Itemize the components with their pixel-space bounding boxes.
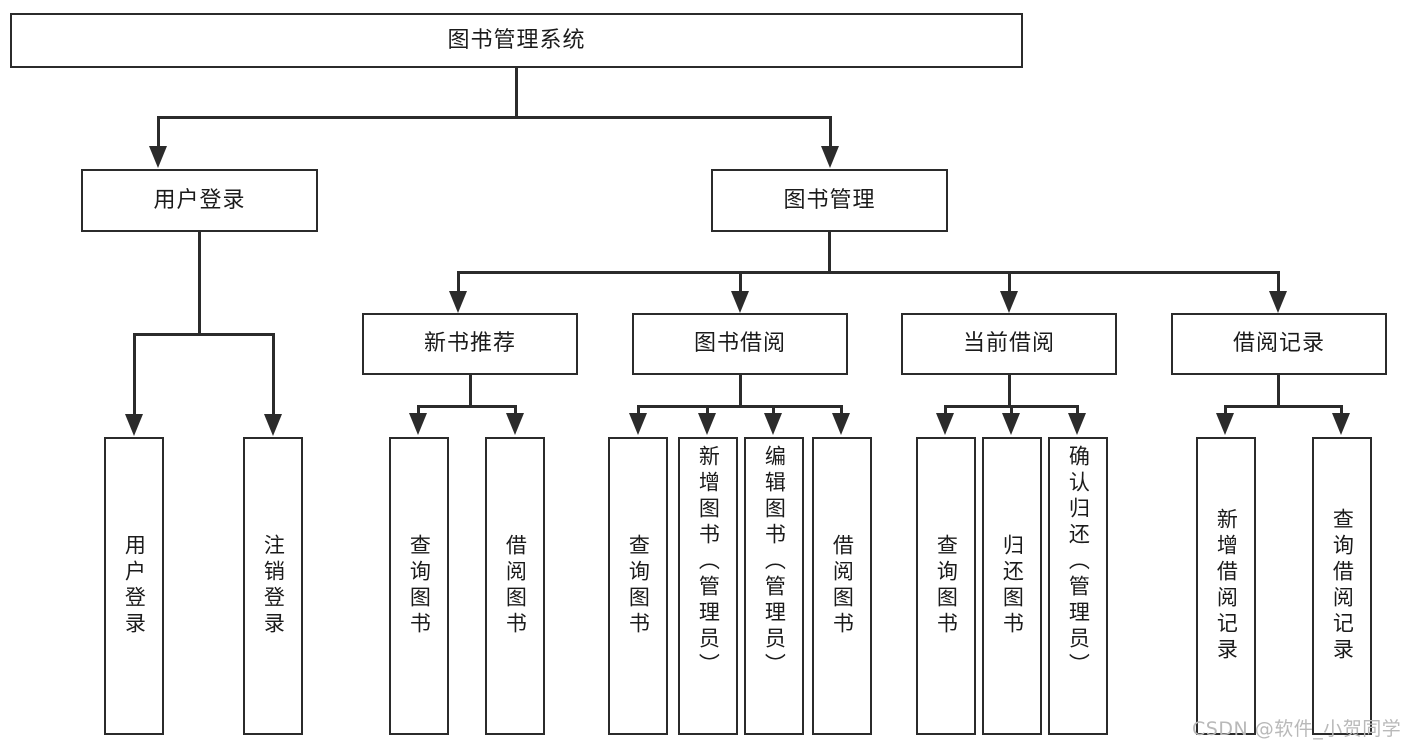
arrow-book-borrow-l4 [832,413,850,435]
node-label: 借阅图书 [503,534,528,638]
connector-new-book-trunk [469,375,472,407]
connector-new-book-l2 [514,405,517,417]
leaf-user-login[interactable]: 用户登录 [104,437,164,735]
arrow-root-to-book-mgmt [821,146,839,168]
node-label: 借阅图书 [830,534,855,638]
arrow-book-mgmt-c4 [1269,291,1287,313]
arrow-current-borrow-l1 [936,413,954,435]
arrow-new-book-l1 [409,413,427,435]
connector-root-bus [157,116,832,119]
arrow-book-borrow-l2 [698,413,716,435]
connector-book-mgmt-c3 [1008,271,1011,293]
node-book-management[interactable]: 图书管理 [711,169,948,232]
connector-new-book-l1 [417,405,420,417]
connector-user-login-trunk [198,232,201,335]
connector-book-borrow-bus [637,405,842,408]
connector-book-mgmt-trunk [828,232,831,273]
connector-root-trunk [515,68,518,118]
node-root-system[interactable]: 图书管理系统 [10,13,1023,68]
node-book-borrow[interactable]: 图书借阅 [632,313,848,375]
connector-book-borrow-trunk [739,375,742,407]
connector-borrow-records-l1 [1224,405,1227,417]
node-label: 图书借阅 [693,331,786,357]
node-label: 新增借阅记录 [1214,508,1239,664]
connector-current-borrow-trunk [1008,375,1011,407]
arrow-root-to-user-login [149,146,167,168]
arrow-book-mgmt-c3 [1000,291,1018,313]
arrow-new-book-l2 [506,413,524,435]
leaf-user-logout[interactable]: 注销登录 [243,437,303,735]
connector-book-borrow-l3 [772,405,775,417]
connector-root-to-book-mgmt [829,116,832,148]
node-label: 查询图书 [934,534,959,638]
leaf-records-add-record[interactable]: 新增借阅记录 [1196,437,1256,735]
node-label: 查询图书 [407,534,432,638]
leaf-borrow-add-book[interactable]: 新增图书（管理员） [678,437,738,735]
connector-user-login-right [272,333,275,416]
arrow-book-borrow-l3 [764,413,782,435]
connector-borrow-records-bus [1224,405,1342,408]
node-borrow-records[interactable]: 借阅记录 [1171,313,1387,375]
node-label: 新增图书（管理员） [696,445,721,679]
arrow-borrow-records-l1 [1216,413,1234,435]
connector-borrow-records-trunk [1277,375,1280,407]
arrow-borrow-records-l2 [1332,413,1350,435]
connector-book-borrow-l2 [706,405,709,417]
node-new-book-recommend[interactable]: 新书推荐 [362,313,578,375]
node-label: 图书管理 [783,187,876,213]
arrow-book-mgmt-c1 [449,291,467,313]
node-label: 归还图书 [1000,534,1025,638]
node-user-login[interactable]: 用户登录 [81,169,318,232]
leaf-recommend-borrow-book[interactable]: 借阅图书 [485,437,545,735]
connector-borrow-records-l2 [1340,405,1343,417]
node-label: 查询图书 [626,534,651,638]
arrow-current-borrow-l3 [1068,413,1086,435]
node-current-borrow[interactable]: 当前借阅 [901,313,1117,375]
arrow-user-login-left [125,414,143,436]
arrow-user-login-right [264,414,282,436]
node-label: 用户登录 [122,534,147,638]
connector-book-mgmt-c4 [1277,271,1280,293]
leaf-recommend-search-book[interactable]: 查询图书 [389,437,449,735]
connector-current-borrow-l1 [944,405,947,417]
node-label: 编辑图书（管理员） [762,445,787,679]
connector-root-to-user-login [157,116,160,148]
node-label: 当前借阅 [962,331,1055,357]
node-label: 新书推荐 [423,331,516,357]
leaf-current-return-book[interactable]: 归还图书 [982,437,1042,735]
connector-current-borrow-l2 [1010,405,1013,417]
leaf-current-search-book[interactable]: 查询图书 [916,437,976,735]
node-label: 借阅记录 [1232,331,1325,357]
node-label: 用户登录 [153,187,246,213]
connector-new-book-bus [417,405,517,408]
arrow-current-borrow-l2 [1002,413,1020,435]
connector-book-mgmt-c2 [739,271,742,293]
connector-book-mgmt-bus [457,271,1279,274]
node-label: 确认归还（管理员） [1066,445,1091,679]
node-label: 图书管理系统 [447,27,586,53]
node-label: 查询借阅记录 [1330,508,1355,664]
leaf-borrow-search-book[interactable]: 查询图书 [608,437,668,735]
node-label: 注销登录 [261,534,286,638]
connector-user-login-left [133,333,136,416]
connector-book-mgmt-c1 [457,271,460,293]
connector-book-borrow-l4 [840,405,843,417]
connector-user-login-bus [133,333,274,336]
arrow-book-borrow-l1 [629,413,647,435]
connector-current-borrow-l3 [1076,405,1079,417]
connector-book-borrow-l1 [637,405,640,417]
leaf-current-confirm-return[interactable]: 确认归还（管理员） [1048,437,1108,735]
leaf-records-search-record[interactable]: 查询借阅记录 [1312,437,1372,735]
leaf-borrow-edit-book[interactable]: 编辑图书（管理员） [744,437,804,735]
arrow-book-mgmt-c2 [731,291,749,313]
leaf-borrow-borrow-book[interactable]: 借阅图书 [812,437,872,735]
